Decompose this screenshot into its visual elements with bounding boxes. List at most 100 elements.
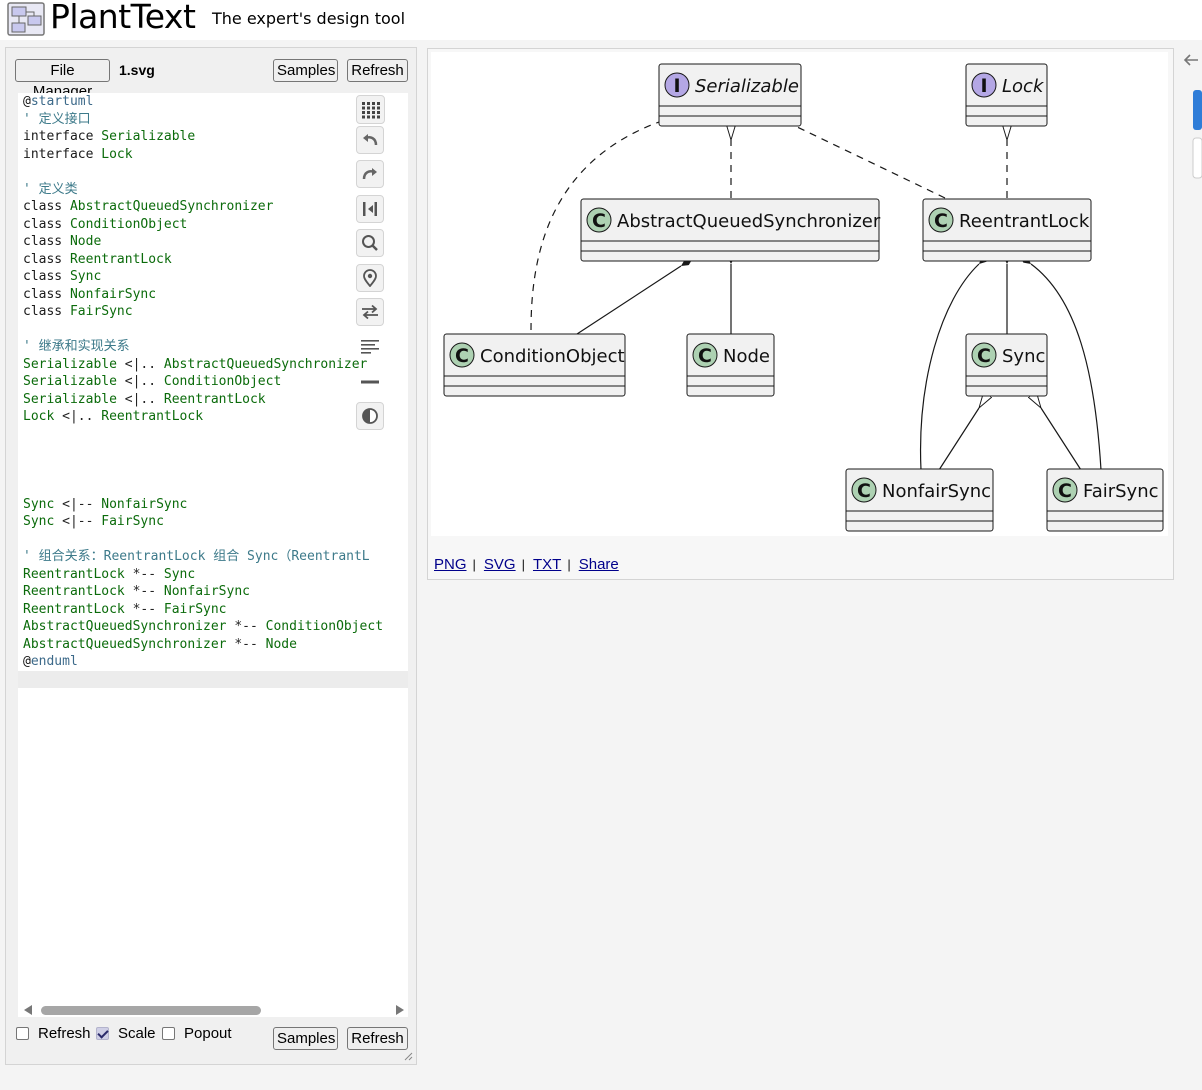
search-button[interactable] [356, 229, 384, 257]
code-line[interactable]: ​ [18, 321, 408, 339]
code-line[interactable]: ​ [18, 426, 408, 444]
code-line[interactable]: Serializable <|.. AbstractQueuedSynchron… [18, 356, 408, 374]
code-token: class [23, 251, 70, 267]
code-line[interactable]: AbstractQueuedSynchronizer *-- Condition… [18, 618, 408, 636]
scroll-right-arrow-icon[interactable] [395, 1005, 404, 1015]
stereotype-letter: C [455, 345, 469, 367]
auto-refresh-option[interactable]: Refresh [16, 1025, 91, 1042]
code-token: *-- [124, 584, 164, 599]
class-badge-icon [692, 342, 718, 368]
code-line[interactable]: class ReentrantLock [18, 251, 408, 269]
code-token: startuml [30, 94, 94, 109]
code-token: class [23, 286, 70, 302]
code-line[interactable]: ​ [18, 531, 408, 549]
code-line[interactable]: @startuml [18, 93, 408, 111]
keyboard-icon [361, 101, 380, 118]
code-token: FairSync [163, 601, 227, 617]
theme-toggle-button[interactable] [356, 402, 384, 430]
code-line[interactable]: interface Lock [18, 146, 408, 164]
popout-option[interactable]: Popout [162, 1025, 232, 1042]
auto-refresh-checkbox[interactable] [16, 1027, 29, 1040]
popout-checkbox[interactable] [162, 1027, 175, 1040]
uml-node-box [580, 198, 880, 262]
refresh-button-top[interactable]: Refresh [347, 59, 408, 82]
stereotype-letter: C [1058, 480, 1072, 502]
code-line[interactable]: class ConditionObject [18, 216, 408, 234]
code-line[interactable]: Sync <|-- NonfairSync [18, 496, 408, 514]
code-line[interactable]: ReentrantLock *-- Sync [18, 566, 408, 584]
edge-conditionobject-serializable [530, 122, 659, 331]
code-token: ReentrantLock [163, 391, 266, 407]
code-token: Sync [69, 269, 102, 284]
code-token: ReentrantLock [101, 409, 204, 424]
export-links: PNG|SVG|TXT|Share [434, 556, 619, 573]
keyboard-button[interactable] [356, 95, 385, 124]
uml-node-label: ConditionObject [480, 346, 625, 367]
code-token: interface [23, 129, 102, 144]
replace-button[interactable] [356, 298, 384, 326]
code-line[interactable]: ' 继承和实现关系 [18, 338, 408, 356]
code-line[interactable]: ​ [18, 443, 408, 461]
file-name-label: 1.svg [119, 62, 155, 78]
horizontal-scrollbar[interactable] [18, 1003, 408, 1017]
code-line[interactable]: ' 组合关系：ReentrantLock 组合 Sync（ReentrantL [18, 548, 408, 566]
code-token: class [23, 304, 70, 319]
fold-button[interactable] [356, 368, 384, 396]
scale-option[interactable]: Scale [96, 1025, 156, 1042]
code-line[interactable]: ​ [18, 670, 408, 688]
txt-link[interactable]: TXT [532, 556, 562, 573]
format-button[interactable] [356, 333, 384, 361]
samples-button-bottom[interactable]: Samples [273, 1027, 338, 1050]
redo-button[interactable] [356, 160, 384, 188]
code-line[interactable]: Serializable <|.. ReentrantLock [18, 391, 408, 409]
code-line[interactable]: AbstractQueuedSynchronizer *-- Node [18, 636, 408, 654]
code-line[interactable]: @enduml [18, 653, 408, 671]
code-line[interactable]: ReentrantLock *-- FairSync [18, 601, 408, 619]
scrollbar-thumb[interactable] [41, 1006, 261, 1015]
stereotype-letter: I [980, 75, 987, 97]
edge-reentrantlock-fairsync [1019, 255, 1102, 471]
png-link[interactable]: PNG [434, 556, 467, 573]
split-view-button[interactable] [356, 195, 384, 223]
right-edge-strip [1183, 54, 1202, 179]
code-line[interactable]: class NonfairSync [18, 286, 408, 304]
app-title: PlantText [50, 0, 196, 36]
diagram-edges [530, 122, 1102, 471]
scroll-left-arrow-icon[interactable] [24, 1005, 33, 1015]
code-token: class [23, 216, 70, 232]
code-line[interactable]: ReentrantLock *-- NonfairSync [18, 583, 408, 601]
uml-node-label: Serializable [695, 76, 799, 97]
code-line[interactable]: class Node [18, 233, 408, 251]
code-line[interactable]: interface Serializable [18, 128, 408, 146]
code-line[interactable]: ' 定义类 [18, 181, 408, 199]
code-token: interface [23, 146, 102, 162]
code-line[interactable]: ​ [18, 163, 408, 181]
file-manager-button[interactable]: File Manager [15, 59, 110, 100]
swap-icon [362, 304, 378, 320]
resize-grip-icon[interactable] [404, 1052, 413, 1061]
code-line[interactable]: ' 定义接口 [18, 111, 408, 129]
code-line[interactable]: class AbstractQueuedSynchronizer [18, 198, 408, 216]
undo-button[interactable] [356, 126, 384, 154]
goto-line-button[interactable] [356, 264, 384, 292]
code-line[interactable]: class Sync [18, 268, 408, 286]
samples-button-top[interactable]: Samples [273, 59, 338, 82]
share-link[interactable]: Share [578, 556, 619, 573]
code-line[interactable]: Serializable <|.. ConditionObject [18, 373, 408, 391]
link-separator: | [472, 557, 476, 572]
app-tagline: The expert's design tool [212, 9, 406, 28]
edge-reentrantlock-nonfairsync [919, 254, 990, 471]
refresh-button-bottom[interactable]: Refresh [347, 1027, 408, 1050]
code-token: <|.. [116, 374, 164, 389]
code-line[interactable]: Lock <|.. ReentrantLock [18, 408, 408, 426]
code-line[interactable]: ​ [18, 478, 408, 496]
uml-node-box [922, 198, 1092, 262]
svg-link[interactable]: SVG [483, 556, 516, 573]
code-line[interactable]: ​ [18, 461, 408, 479]
code-line[interactable]: class FairSync [18, 303, 408, 321]
code-line[interactable]: Sync <|-- FairSync [18, 513, 408, 531]
scale-checkbox[interactable] [96, 1027, 109, 1040]
